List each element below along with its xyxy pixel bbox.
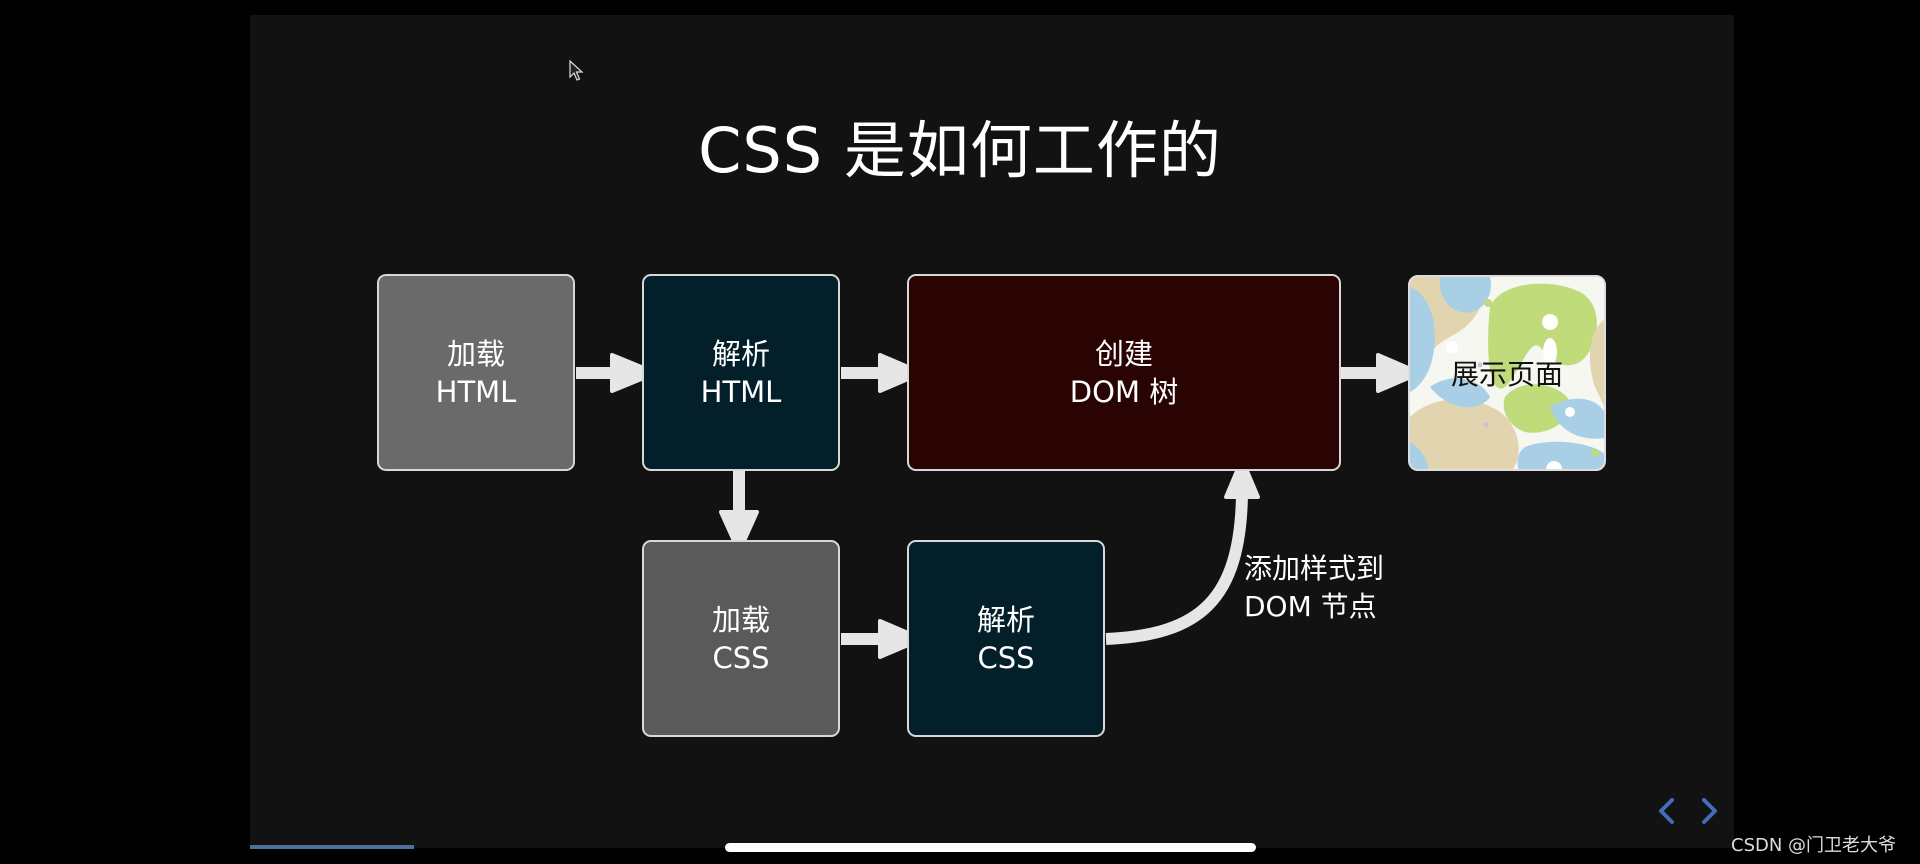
node-parse-css-line1: 解析 [976, 602, 1035, 637]
arrow-create-dom-to-display-page [1341, 353, 1422, 393]
node-parse-css: 解析 CSS [907, 540, 1105, 737]
arrow-parse-html-to-load-css [719, 471, 759, 554]
arrow-load-html-to-parse-html [576, 353, 658, 393]
node-create-dom-line1: 创建 [1094, 336, 1153, 371]
node-parse-css-line2: CSS [977, 640, 1035, 675]
edge-label-line2: DOM 节点 [1244, 590, 1377, 623]
node-create-dom-line2: DOM 树 [1069, 374, 1179, 409]
node-load-html: 加载 HTML [377, 274, 575, 471]
mouse-cursor-icon [569, 60, 584, 81]
chevron-left-icon[interactable] [1654, 795, 1678, 827]
node-display-page: 展示页面 [1408, 275, 1606, 471]
node-parse-html: 解析 HTML [642, 274, 840, 471]
node-load-css-line2: CSS [712, 640, 770, 675]
node-parse-html-line2: HTML [700, 374, 782, 409]
node-load-html-line2: HTML [435, 374, 517, 409]
arrow-parse-css-to-create-dom [1105, 457, 1260, 645]
node-load-css-line1: 加载 [711, 602, 770, 637]
node-create-dom: 创建 DOM 树 [907, 274, 1341, 471]
node-parse-html-line1: 解析 [711, 336, 770, 371]
edge-label-line1: 添加样式到 [1244, 552, 1385, 585]
display-page-pattern-illustration [1410, 277, 1604, 469]
arrow-load-css-to-parse-css [841, 619, 924, 659]
slide-progress-bar [250, 845, 414, 849]
edge-label-add-styles: 添加样式到 DOM 节点 [1244, 550, 1384, 626]
home-indicator-bar[interactable] [725, 843, 1256, 852]
slide-title: CSS 是如何工作的 [698, 114, 1222, 187]
node-display-page-label: 展示页面 [1450, 358, 1563, 391]
arrow-parse-html-to-create-dom [841, 353, 924, 393]
node-load-html-line1: 加载 [446, 336, 505, 371]
node-load-css: 加载 CSS [642, 540, 840, 737]
chevron-right-icon[interactable] [1698, 795, 1722, 827]
watermark: CSDN @门卫老大爷 [1731, 835, 1897, 856]
